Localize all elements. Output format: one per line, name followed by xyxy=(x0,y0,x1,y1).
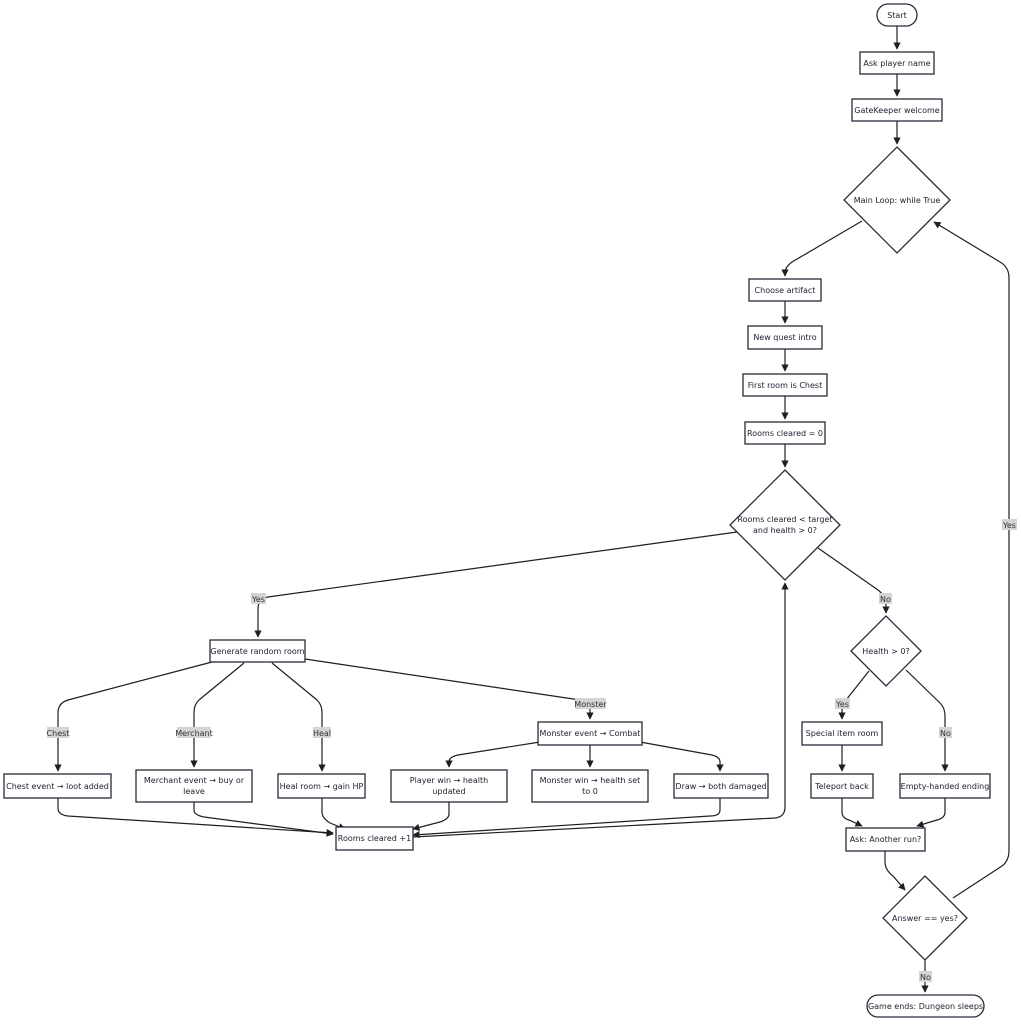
edge-labels: Yes Yes No Chest Merchant Heal Monster xyxy=(47,519,1017,982)
edge-answer-yes-loop xyxy=(933,221,1010,899)
edge-roomsplus-cond xyxy=(412,582,789,838)
node-answer-yes[interactable]: Answer == yes? xyxy=(882,875,968,961)
node-rooms-cleared-plus[interactable]: Rooms cleared +1 xyxy=(335,826,414,851)
edge-label-monster: Monster xyxy=(574,698,607,709)
edge-label-no-rooms: No xyxy=(879,593,892,604)
node-teleport-back[interactable]: Teleport back xyxy=(810,773,874,799)
node-generate-random-room[interactable]: Generate random room xyxy=(209,639,306,663)
node-rooms-cleared-zero-label: Rooms cleared = 0 xyxy=(747,429,823,438)
node-gatekeeper-welcome[interactable]: GateKeeper welcome xyxy=(851,98,943,122)
node-monster-event[interactable]: Monster event → Combat xyxy=(537,721,643,746)
node-monster-win[interactable]: Monster win → health set to 0 xyxy=(531,769,649,803)
node-monster-win-line2: to 0 xyxy=(582,787,598,796)
node-special-item-room[interactable]: Special item room xyxy=(801,721,883,746)
node-player-win[interactable]: Player win → health updated xyxy=(390,769,508,803)
edge-label-no-health: No xyxy=(939,727,952,738)
node-rooms-cleared-zero[interactable]: Rooms cleared = 0 xyxy=(744,421,826,445)
node-merchant-event-line1: Merchant event → buy or xyxy=(144,776,245,785)
node-monster-event-label: Monster event → Combat xyxy=(540,729,641,738)
node-empty-handed-ending-label: Empty-handed ending xyxy=(901,782,990,791)
node-heal-room-label: Heal room → gain HP xyxy=(280,782,364,791)
node-gatekeeper-welcome-label: GateKeeper welcome xyxy=(854,106,939,115)
nodes: Start Ask player name GateKeeper welcome… xyxy=(3,3,991,1018)
edge-label-chest-text: Chest xyxy=(47,729,70,738)
node-start-label: Start xyxy=(887,11,907,20)
node-monster-win-line1: Monster win → health set xyxy=(540,776,641,785)
edge-label-no-rooms-text: No xyxy=(880,595,891,604)
node-ask-player-name[interactable]: Ask player name xyxy=(859,51,935,75)
node-first-room-chest[interactable]: First room is Chest xyxy=(742,373,828,397)
node-answer-yes-label: Answer == yes? xyxy=(892,914,958,923)
edge-playerwin-roomsplus xyxy=(412,802,450,831)
node-start[interactable]: Start xyxy=(876,3,918,27)
node-game-ends-label: Game ends: Dungeon sleeps xyxy=(868,1002,983,1011)
node-first-room-chest-label: First room is Chest xyxy=(748,381,822,390)
node-chest-event-label: Chest event → loot added xyxy=(6,782,109,791)
node-merchant-event-line2: leave xyxy=(183,787,205,796)
edge-gen-chest xyxy=(54,661,213,772)
node-player-win-line1: Player win → health xyxy=(410,776,488,785)
node-new-quest-intro[interactable]: New quest intro xyxy=(747,325,823,350)
node-choose-artifact[interactable]: Choose artifact xyxy=(748,278,822,302)
edge-health-yes-special xyxy=(838,670,870,720)
edge-health-no-empty xyxy=(905,669,949,772)
node-empty-handed-ending[interactable]: Empty-handed ending xyxy=(899,773,991,799)
node-ask-player-name-label: Ask player name xyxy=(863,59,930,68)
node-generate-random-room-label: Generate random room xyxy=(210,647,304,656)
node-rooms-condition[interactable]: Rooms cleared < target and health > 0? xyxy=(729,469,841,581)
node-ask-another-run-label: Ask: Another run? xyxy=(850,835,922,844)
edge-draw-roomsplus xyxy=(412,798,721,839)
edge-heal-roomsplus xyxy=(321,798,346,830)
edge-label-chest: Chest xyxy=(47,727,70,738)
edge-gen-monster xyxy=(304,658,594,720)
edge-label-yes-health-text: Yes xyxy=(835,700,849,709)
edge-label-monster-text: Monster xyxy=(574,700,607,709)
node-draw-label: Draw → both damaged xyxy=(675,782,766,791)
node-main-loop[interactable]: Main Loop: while True xyxy=(843,146,951,254)
edge-chest-roomsplus xyxy=(57,798,334,837)
edge-cond-yes-gen xyxy=(254,531,738,638)
edge-label-heal-text: Heal xyxy=(313,729,331,738)
edge-merchant-roomsplus xyxy=(193,802,334,837)
edge-label-yes-rooms-text: Yes xyxy=(251,595,265,604)
edge-gen-heal xyxy=(271,662,326,772)
node-health-check-label: Health > 0? xyxy=(862,647,909,656)
node-choose-artifact-label: Choose artifact xyxy=(755,286,816,295)
edge-label-no-answer-text: No xyxy=(920,973,931,982)
node-teleport-back-label: Teleport back xyxy=(814,782,869,791)
node-special-item-room-label: Special item room xyxy=(806,729,879,738)
node-chest-event[interactable]: Chest event → loot added xyxy=(3,773,112,799)
edge-label-yes-loop: Yes xyxy=(1002,519,1017,530)
edge-label-yes-rooms: Yes xyxy=(251,593,266,604)
edge-loop-artifact xyxy=(781,220,863,277)
node-new-quest-intro-label: New quest intro xyxy=(753,333,816,342)
edge-monster-playerwin xyxy=(445,741,541,768)
edge-label-merchant-text: Merchant xyxy=(175,729,213,738)
node-merchant-event[interactable]: Merchant event → buy or leave xyxy=(135,769,253,803)
edge-label-no-answer: No xyxy=(919,971,932,982)
node-game-ends[interactable]: Game ends: Dungeon sleeps xyxy=(866,994,985,1018)
edge-label-no-health-text: No xyxy=(940,729,951,738)
edge-gen-merchant xyxy=(190,662,245,768)
edge-cond-no-health xyxy=(817,547,890,614)
node-health-check[interactable]: Health > 0? xyxy=(850,615,922,687)
edge-label-yes-health: Yes xyxy=(835,698,850,709)
edge-label-merchant: Merchant xyxy=(175,727,213,738)
node-ask-another-run[interactable]: Ask: Another run? xyxy=(845,827,926,852)
node-rooms-cleared-plus-label: Rooms cleared +1 xyxy=(338,834,411,843)
edge-monster-draw xyxy=(639,741,724,772)
edge-teleport-ask xyxy=(841,798,863,827)
node-rooms-condition-line2: and health > 0? xyxy=(753,526,817,535)
node-rooms-condition-line1: Rooms cleared < target xyxy=(737,515,832,524)
node-heal-room[interactable]: Heal room → gain HP xyxy=(277,773,366,799)
edge-ask-answer xyxy=(884,851,906,891)
edge-label-heal: Heal xyxy=(313,727,331,738)
edge-empty-ask xyxy=(916,798,946,828)
node-draw[interactable]: Draw → both damaged xyxy=(673,773,769,799)
node-player-win-line2: updated xyxy=(432,787,465,796)
node-main-loop-label: Main Loop: while True xyxy=(854,196,941,205)
edge-label-yes-loop-text: Yes xyxy=(1002,521,1016,530)
